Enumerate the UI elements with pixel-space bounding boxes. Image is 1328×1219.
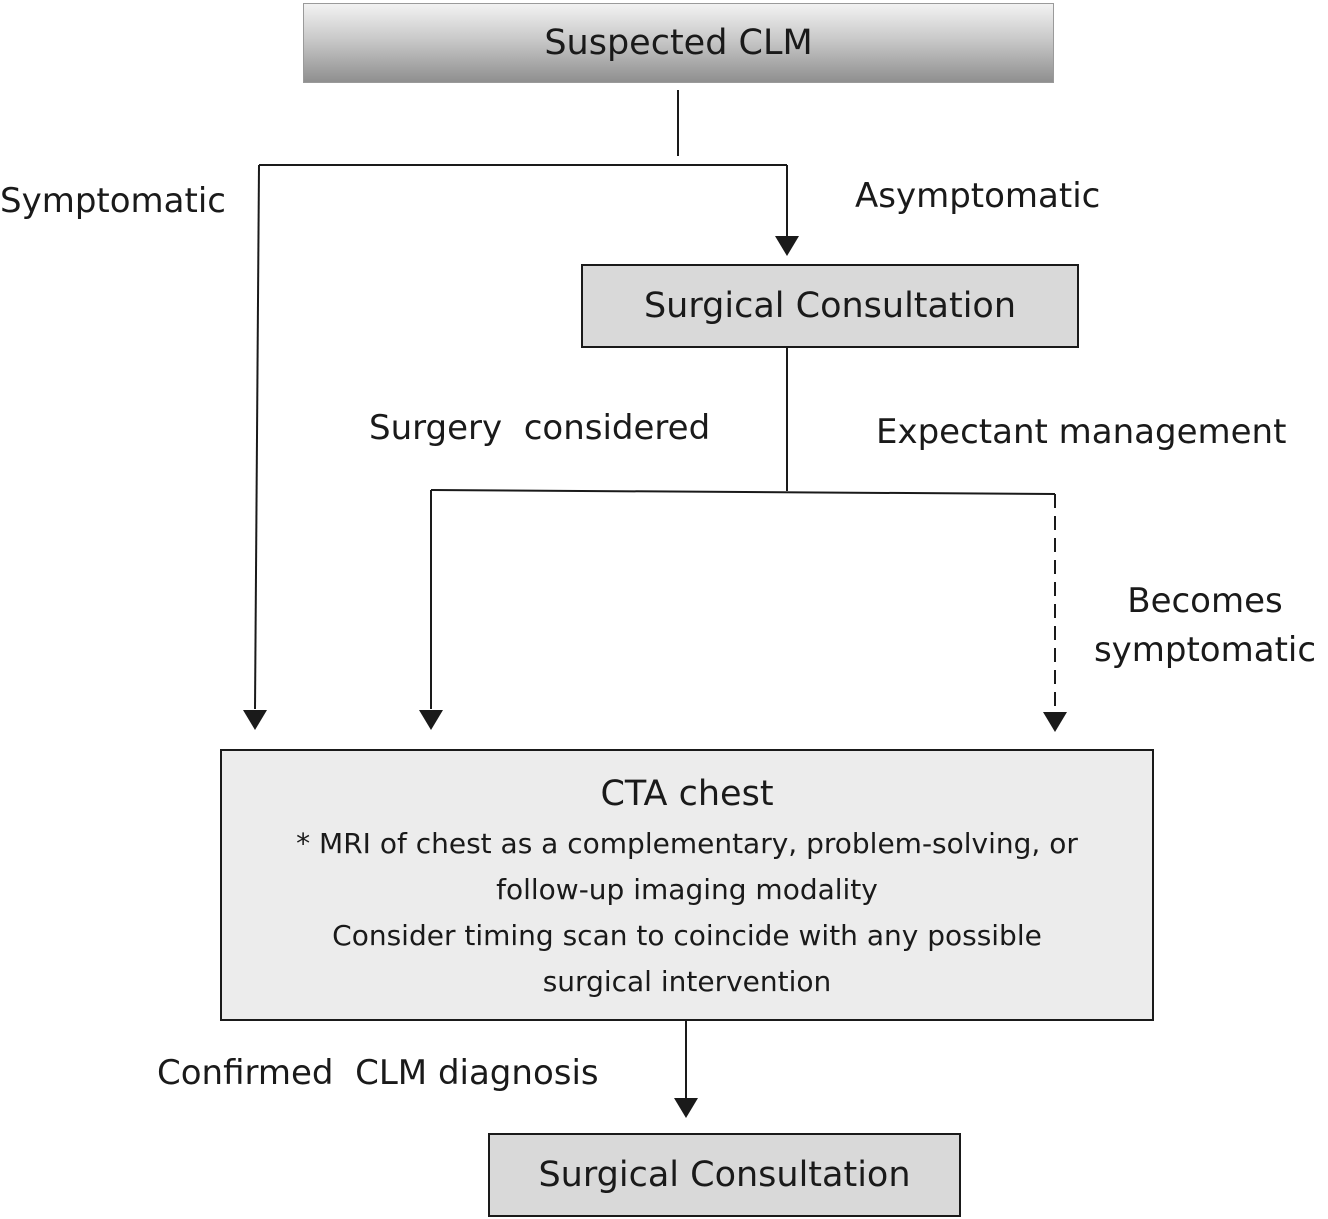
- becomes-symptomatic-line-2: symptomatic: [1093, 630, 1317, 670]
- cta-note-line-4: surgical intervention: [542, 965, 832, 998]
- cta-chest-title: CTA chest: [600, 774, 774, 814]
- cta-note-line-1: * MRI of chest as a complementary, probl…: [296, 827, 1078, 860]
- surgical-consultation-box: Surgical Consultation: [581, 264, 1079, 348]
- symptomatic-label: Symptomatic: [0, 181, 226, 221]
- arrowhead-symptomatic: [243, 710, 267, 730]
- suspected-clm-box: Suspected CLM: [303, 3, 1054, 83]
- confirmed-diagnosis-label: Confirmed CLM diagnosis: [157, 1053, 599, 1093]
- arrowhead-asymptomatic: [775, 236, 799, 256]
- expectant-management-label: Expectant management: [876, 412, 1287, 452]
- becomes-symptomatic-line-1: Becomes: [1127, 581, 1283, 621]
- becomes-symptomatic-label: Becomes symptomatic: [1082, 574, 1328, 678]
- arrowhead-surgery-considered: [419, 710, 443, 730]
- final-surgical-consultation-box: Surgical Consultation: [488, 1133, 961, 1217]
- asymptomatic-label: Asymptomatic: [855, 176, 1101, 216]
- suspected-clm-label: Suspected CLM: [544, 23, 813, 63]
- cta-note-line-2: follow-up imaging modality: [496, 873, 878, 906]
- arrowhead-becomes-symptomatic: [1043, 712, 1067, 732]
- surgery-considered-label: Surgery considered: [369, 408, 711, 448]
- cta-note-line-3: Consider timing scan to coincide with an…: [332, 919, 1042, 952]
- arrowhead-confirmed: [674, 1098, 698, 1118]
- split-middle: [430, 489, 1056, 495]
- final-surgical-consultation-label: Surgical Consultation: [538, 1155, 911, 1195]
- surgical-consultation-label: Surgical Consultation: [643, 286, 1017, 326]
- arrow-symptomatic: [254, 164, 260, 710]
- cta-chest-box: CTA chest * MRI of chest as a complement…: [220, 749, 1154, 1021]
